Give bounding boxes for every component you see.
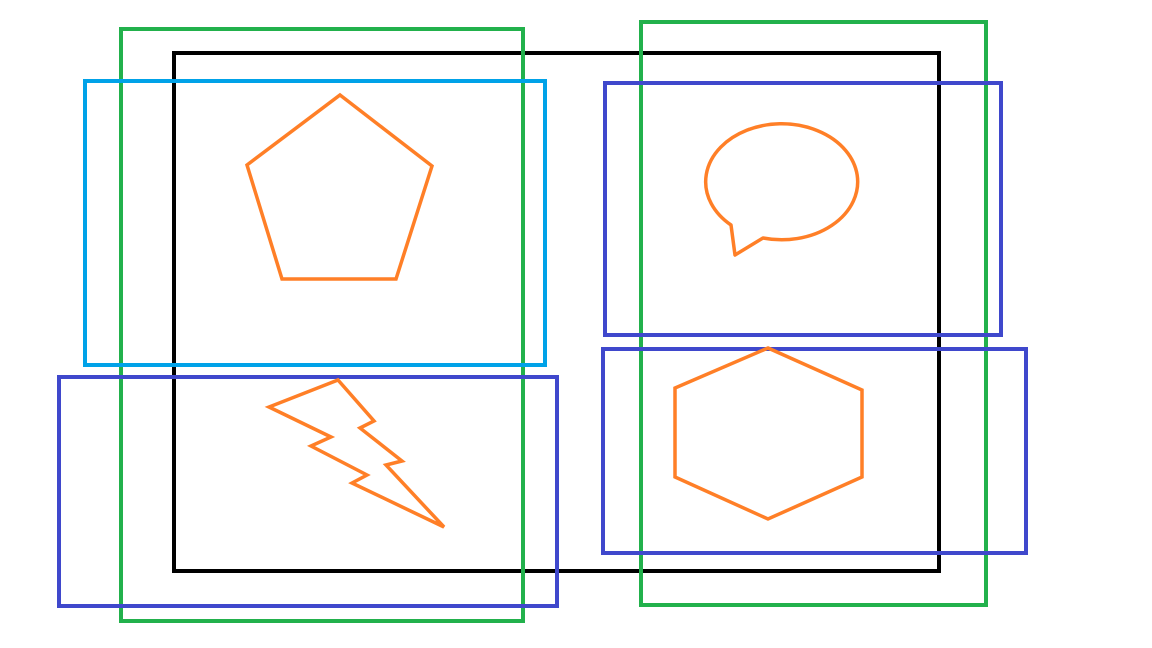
lightning-icon [264, 377, 446, 529]
green-box-left [119, 27, 525, 623]
lightning-bolt-shape [264, 377, 446, 529]
speech-bubble-icon [703, 122, 860, 257]
indigo-box-bottom-right [601, 347, 1028, 555]
indigo-box-bottom-left [57, 375, 559, 608]
green-box-right [639, 20, 988, 607]
pentagon-shape [244, 92, 435, 281]
speech-bubble-shape [703, 122, 860, 257]
hexagon-icon [673, 346, 864, 521]
pentagon-icon [244, 92, 435, 281]
indigo-box-top-right [603, 81, 1003, 337]
cyan-box-top-left [83, 79, 547, 367]
hexagon-shape [673, 346, 864, 521]
